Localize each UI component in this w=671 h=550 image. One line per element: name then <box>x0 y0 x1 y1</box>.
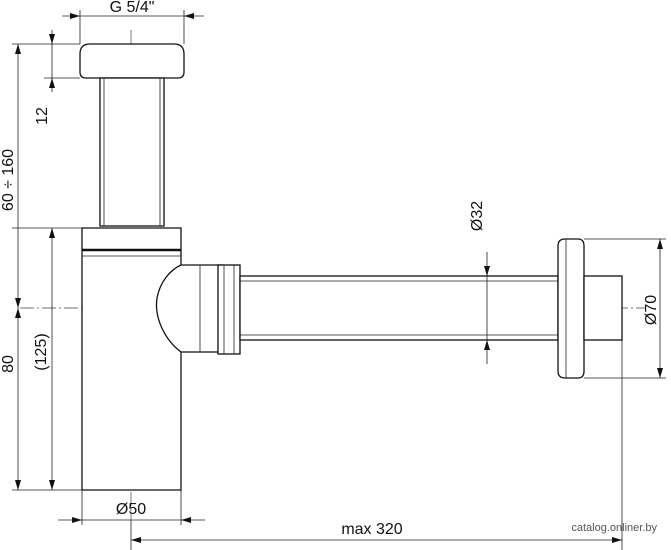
flange-height-label: 12 <box>34 107 51 125</box>
wall-flange <box>557 238 585 379</box>
bottle-body <box>81 227 182 491</box>
trap-depth-label: (125) <box>33 333 50 370</box>
outlet-pipe <box>239 275 559 341</box>
coupling-nut <box>217 264 241 355</box>
height-range-label: 60 ÷ 160 <box>0 149 17 211</box>
max-length-label: max 320 <box>341 521 402 538</box>
thread-size-label: G 5/4" <box>110 0 155 16</box>
dimension-lines <box>15 13 663 543</box>
outlet-diameter-label: Ø32 <box>469 201 486 231</box>
trap-height-label: 80 <box>0 355 17 373</box>
vertical-tube <box>99 77 165 227</box>
body-diameter-label: Ø50 <box>116 501 146 518</box>
elbow-connector <box>155 264 223 353</box>
top-flange <box>79 43 185 79</box>
wall-flange-diameter-label: Ø70 <box>643 295 660 325</box>
siphon-body <box>79 43 623 491</box>
pipe-stub <box>583 275 623 341</box>
watermark-text: catalog.onliner.by <box>571 522 657 534</box>
